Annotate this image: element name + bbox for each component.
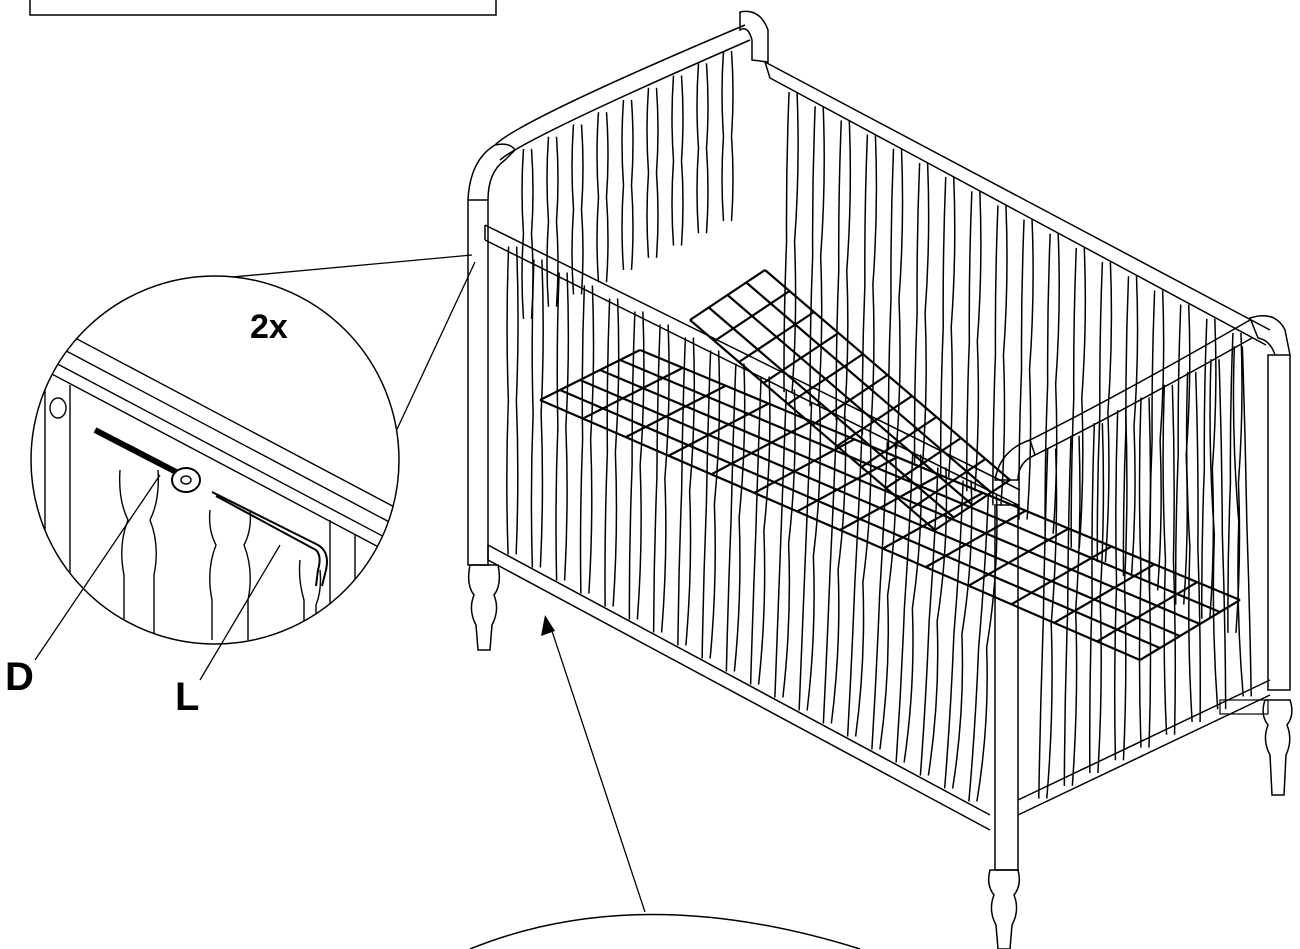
footboard-spindle (1138, 397, 1152, 748)
footboard-spindle (1113, 410, 1128, 761)
spring-grid-line (882, 491, 984, 550)
footboard-spindle (1209, 359, 1227, 710)
spring-grid-line (764, 269, 1011, 481)
front-spindle (701, 350, 721, 659)
spring-grid-line (625, 384, 727, 439)
spring-grid-line (796, 456, 898, 513)
rear-headboard-spindle (646, 87, 659, 258)
part-d-label: D (5, 655, 34, 699)
label-plate (1219, 699, 1269, 715)
spring-grid-line (925, 509, 1027, 569)
instruction-box (29, 0, 497, 16)
front-spindle (579, 285, 595, 594)
spring-grid-line (839, 474, 941, 531)
back-spindle (1070, 247, 1087, 548)
rear-headboard-spindle (521, 148, 534, 319)
right-front-post (994, 439, 1036, 871)
rear-headboard-spindle (621, 99, 634, 271)
back-spindle (1174, 304, 1191, 605)
rear-headboard-spindle (671, 75, 684, 246)
front-spindle (774, 389, 796, 698)
back-spindle (809, 106, 825, 407)
magnifier-detail (30, 275, 400, 645)
front-spindle (846, 428, 872, 737)
rear-headboard-spindle (696, 63, 709, 234)
footboard-spindle (1088, 423, 1105, 774)
front-spindle (530, 259, 544, 568)
back-spindle (1096, 262, 1113, 563)
back-spindle (861, 134, 878, 435)
front-spindle (968, 493, 998, 802)
rear-headboard-spindle (596, 112, 609, 283)
back-spindle (835, 120, 852, 421)
footboard-spindle (1162, 384, 1177, 735)
spring-grid-line (726, 294, 974, 506)
spring-grid-line (1010, 545, 1112, 606)
front-spindle (506, 246, 519, 555)
front-spindles (506, 246, 998, 802)
spring-grid-line (1096, 581, 1198, 643)
spring-grid-line (1139, 599, 1241, 661)
spring-grid-line (539, 398, 1141, 662)
bottom-arrow-line (549, 624, 646, 913)
spring-grid-line (559, 388, 1161, 650)
back-spindle (966, 191, 982, 492)
part-d-leader (34, 474, 161, 661)
footboard-spindle (1038, 448, 1058, 799)
second-magnifier (469, 913, 861, 949)
rear-headboard-spindle (721, 51, 734, 222)
footboard-spindle (1185, 371, 1202, 722)
right-front-leg (987, 869, 1021, 949)
front-spindle (798, 402, 822, 711)
bottom-arrow-head (541, 615, 555, 636)
part-l-label: L (175, 675, 199, 719)
front-spindle (555, 272, 570, 581)
spring-grid-line (745, 281, 992, 494)
footboard-spindles (1038, 346, 1252, 799)
back-spindle (1227, 332, 1243, 633)
footboard-top-rail (1029, 319, 1253, 456)
crib (467, 10, 1293, 949)
back-spindle (783, 92, 799, 393)
spring-grid-line (710, 420, 812, 476)
multiplier-label: 2x (250, 308, 288, 346)
front-spindle (749, 376, 771, 685)
front-bottom-rail (487, 544, 991, 831)
rear-headboard-spindle (546, 136, 559, 307)
spring-grid-line (619, 358, 1221, 614)
footboard-back-post (1249, 315, 1291, 691)
rear-headboard-rail (494, 24, 751, 161)
right-back-leg (1262, 699, 1293, 796)
rear-headboard-spindles (521, 51, 734, 319)
front-spindle (895, 454, 923, 763)
front-spindle (943, 480, 973, 789)
back-spindle (992, 205, 1008, 506)
back-spindle (1018, 219, 1034, 520)
front-top-rail (484, 224, 1021, 506)
back-spindle (887, 148, 904, 449)
front-spindle (919, 467, 948, 776)
footboard-spindle (1232, 346, 1252, 697)
front-spindle (652, 324, 670, 633)
back-spindle (913, 162, 930, 463)
part-l-leader (199, 544, 281, 681)
front-spindle (677, 337, 696, 646)
back-spindle (1148, 290, 1165, 591)
rear-headboard-post (739, 10, 769, 63)
spring-grid-line (1053, 563, 1155, 624)
left-front-leg (467, 564, 501, 651)
front-spindle (604, 298, 620, 607)
front-spindle (725, 363, 746, 672)
spring-grid-line (753, 438, 855, 494)
back-top-rail (764, 61, 1271, 346)
footboard-spindle (1063, 435, 1081, 786)
front-spindle (628, 311, 645, 620)
spring-grid-line (579, 378, 1181, 638)
front-spindle (871, 441, 897, 750)
spring-grid-line (539, 349, 641, 401)
spring-grid-line (599, 368, 1201, 626)
front-spindle (822, 415, 847, 724)
